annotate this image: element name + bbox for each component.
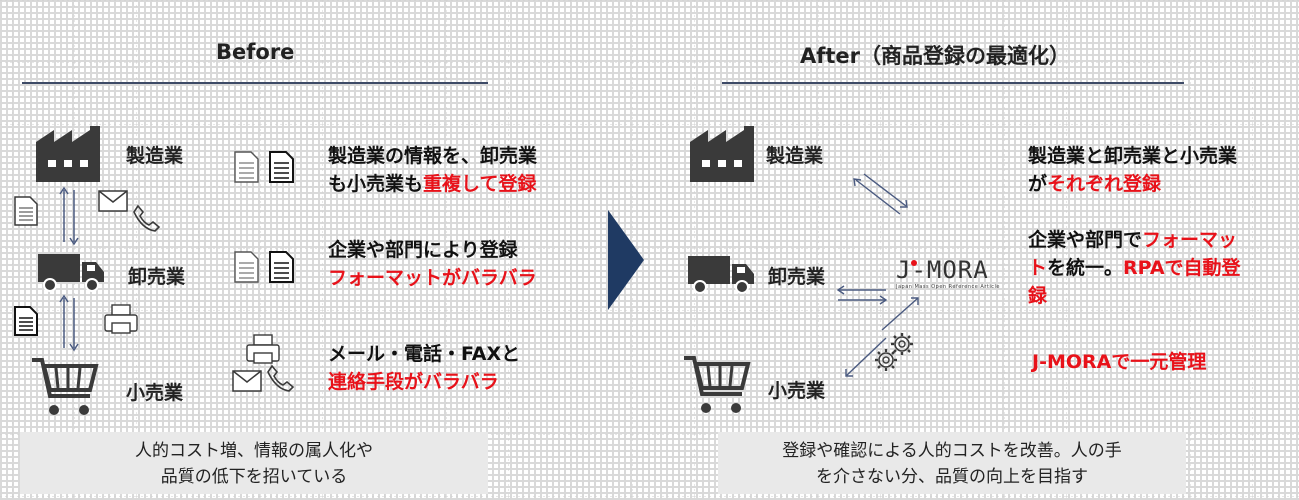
after-wholesaler-label: 卸売業: [768, 266, 826, 288]
document-pair-icon: [234, 151, 294, 183]
before-title-rule: [22, 82, 488, 84]
before-retailer-label: 小売業: [126, 382, 184, 404]
after-desc-unify-format: 企業や部門でフォーマッ トを統一。RPAで自動登 録: [1028, 229, 1241, 307]
before-arrow-mfr-wholesale: [59, 186, 79, 246]
after-summary: 登録や確認による人的コストを改善。人の手 を介さない分、品質の向上を目指す: [718, 432, 1186, 494]
fax-icon: [104, 304, 138, 334]
document-icon: [14, 306, 38, 336]
after-connector-arrows: [836, 173, 919, 377]
transition-arrow-icon: [608, 210, 644, 310]
after-desc-centralized: J-MORAで一元管理: [1032, 351, 1207, 373]
phone-icon: [133, 204, 161, 232]
after-title-rule: [722, 82, 1184, 84]
before-wholesaler-label: 卸売業: [128, 266, 186, 288]
truck-icon: [688, 256, 754, 294]
before-manufacturer-label: 製造業: [126, 145, 184, 167]
factory-icon: [36, 126, 100, 182]
before-desc-duplicate: 製造業の情報を、卸売業 も小売業も重複して登録: [328, 145, 538, 195]
gear-icon: [875, 333, 913, 371]
j-mora-logo: J-MORA Japan Mass Open Reference Article: [896, 256, 1000, 290]
before-desc-format: 企業や部門により登録 フォーマットがバラバラ: [328, 239, 537, 289]
before-arrow-wholesale-retail: [59, 294, 79, 352]
truck-icon: [38, 254, 104, 292]
after-desc-each-register: 製造業と卸売業と小売業 がそれぞれ登録: [1028, 145, 1238, 195]
cart-icon: [32, 358, 99, 415]
before-summary: 人的コスト増、情報の属人化や 品質の低下を招いている: [20, 432, 488, 494]
document-pair-icon: [234, 251, 294, 283]
document-icon: [14, 196, 38, 226]
factory-icon: [690, 126, 754, 182]
fax-icon: [246, 334, 280, 364]
after-title: After（商品登録の最適化）: [800, 44, 1071, 68]
before-title: Before: [216, 40, 295, 64]
phone-icon: [267, 364, 295, 392]
after-manufacturer-label: 製造業: [766, 145, 824, 167]
envelope-icon: [232, 370, 262, 392]
cart-icon: [684, 356, 751, 413]
after-retailer-label: 小売業: [768, 380, 826, 402]
envelope-icon: [98, 190, 128, 212]
logo-red-dot: [911, 260, 917, 266]
before-desc-contact: メール・電話・FAXと 連絡手段がバラバラ: [328, 343, 521, 393]
